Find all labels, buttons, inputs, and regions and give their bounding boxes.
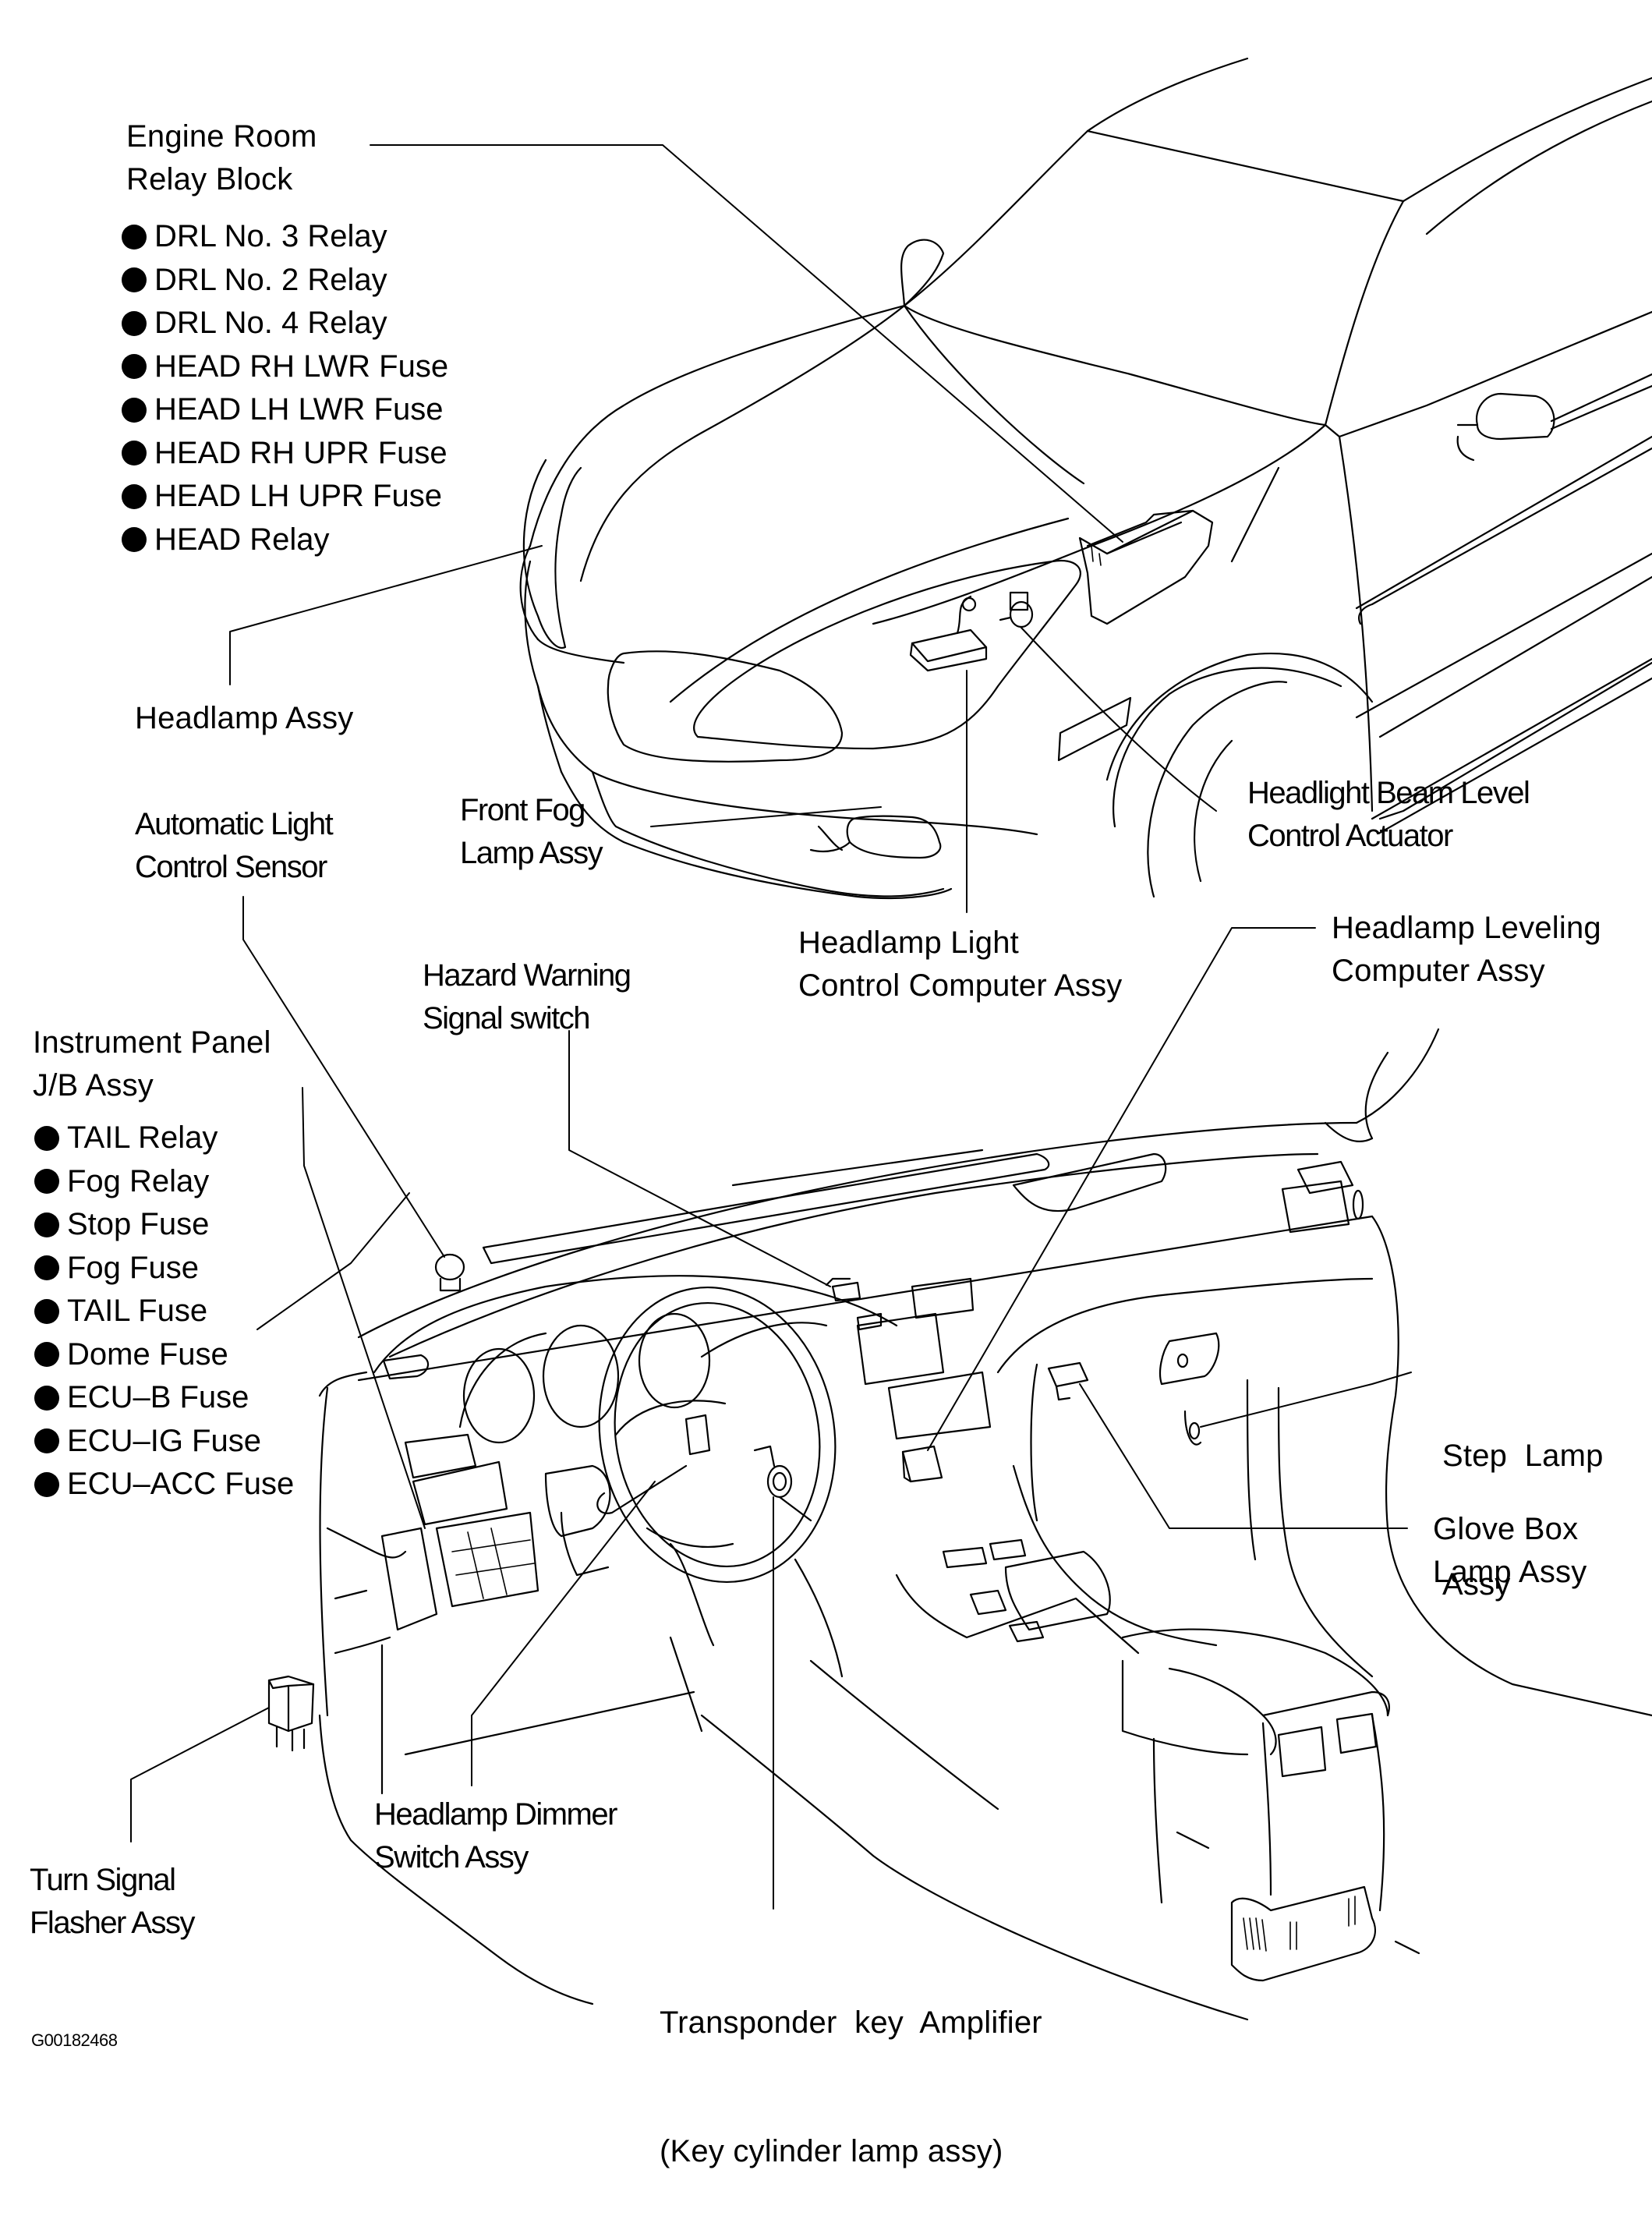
bullet-icon xyxy=(122,310,147,336)
list-item: DRL No. 4 Relay xyxy=(122,302,448,345)
label-line: (Key cylinder lamp assy) xyxy=(660,2134,1003,2168)
leader-hazard-warning-signal-switch xyxy=(568,1030,831,1287)
label-turn-signal-flasher-assy: Turn Signal Flasher Assy xyxy=(30,1859,195,1945)
bullet-icon xyxy=(122,267,147,293)
label-line: Control Computer Assy xyxy=(798,968,1123,1003)
label-line: Instrument Panel xyxy=(33,1025,271,1060)
label-line: Hazard Warning xyxy=(423,958,631,993)
list-item: HEAD LH LWR Fuse xyxy=(122,388,448,432)
bullet-icon xyxy=(34,1255,59,1281)
label-line: Computer Assy xyxy=(1332,954,1545,988)
label-line: Engine Room xyxy=(126,119,317,154)
label-line: Assy xyxy=(1442,1567,1511,1602)
bullet-icon xyxy=(34,1169,59,1195)
label-glove-box-lamp-assy: Glove Box Lamp Assy xyxy=(1433,1508,1587,1594)
label-instrument-panel-jb-assy: Instrument Panel J/B Assy xyxy=(33,1021,271,1107)
list-item: ECU–ACC Fuse xyxy=(34,1463,294,1506)
list-item: Fog Relay xyxy=(34,1160,294,1204)
label-line: Automatic Light xyxy=(135,807,334,841)
label-step-lamp-assy: Step Lamp Assy xyxy=(1442,1349,1604,1649)
list-item: HEAD RH UPR Fuse xyxy=(122,432,448,476)
label-line: Headlight Beam Level xyxy=(1247,776,1530,810)
label-line: Control Actuator xyxy=(1247,819,1453,853)
label-headlamp-light-control-computer-assy: Headlamp Light Control Computer Assy xyxy=(798,922,1122,1007)
label-line: Front Fog xyxy=(460,793,585,827)
list-item: ECU–B Fuse xyxy=(34,1376,294,1420)
label-line: Control Sensor xyxy=(135,850,327,884)
label-automatic-light-control-sensor: Automatic Light Control Sensor xyxy=(135,803,334,889)
leader-automatic-light-control-sensor xyxy=(242,896,445,1258)
bullet-icon xyxy=(122,483,147,509)
label-line: Headlamp Dimmer xyxy=(374,1797,617,1832)
leader-headlamp-dimmer-switch-assy xyxy=(471,1481,656,1786)
leader-glove-box-lamp-assy xyxy=(1079,1383,1408,1529)
car-interior-drawing xyxy=(267,1028,1652,2021)
label-line: Lamp Assy xyxy=(460,836,603,870)
leader-instrument-panel-jb-assy xyxy=(256,1192,410,1330)
leader-step-lamp-assy xyxy=(1200,1372,1412,1428)
bullet-icon xyxy=(34,1428,59,1454)
list-item: HEAD RH LWR Fuse xyxy=(122,345,448,389)
label-line: Turn Signal xyxy=(30,1863,176,1897)
label-line: Signal switch xyxy=(423,1001,590,1035)
label-headlamp-assy: Headlamp Assy xyxy=(135,697,354,740)
instrument-panel-jb-assy-items: TAIL Relay Fog Relay Stop Fuse Fog Fuse … xyxy=(34,1117,294,1506)
leader-headlamp-leveling-computer-assy xyxy=(927,927,1316,1451)
bullet-icon xyxy=(122,354,147,380)
leader-headlight-beam-level-control-actuator xyxy=(1021,627,1217,812)
list-item: Dome Fuse xyxy=(34,1333,294,1377)
label-line: Lamp Assy xyxy=(1433,1555,1587,1589)
label-line: Glove Box xyxy=(1433,1512,1579,1546)
label-line: Headlamp Light xyxy=(798,926,1019,960)
component-location-drawing xyxy=(130,57,1652,2021)
list-item: TAIL Fuse xyxy=(34,1290,294,1333)
bullet-icon xyxy=(122,441,147,466)
car-exterior-drawing xyxy=(519,57,1652,900)
label-headlamp-dimmer-switch-assy: Headlamp Dimmer Switch Assy xyxy=(374,1793,617,1879)
bullet-icon xyxy=(122,527,147,553)
list-item: Fog Fuse xyxy=(34,1247,294,1290)
label-line: Transponder key Amplifier xyxy=(660,2005,1042,2040)
bullet-icon xyxy=(34,1125,59,1151)
label-line: Relay Block xyxy=(126,162,293,196)
leader-lines xyxy=(130,144,1412,1910)
list-item: TAIL Relay xyxy=(34,1117,294,1160)
list-item: ECU–IG Fuse xyxy=(34,1420,294,1464)
engine-room-relay-block-items: DRL No. 3 Relay DRL No. 2 Relay DRL No. … xyxy=(122,215,448,561)
list-item: HEAD Relay xyxy=(122,519,448,562)
bullet-icon xyxy=(34,1385,59,1411)
label-line: Headlamp Leveling xyxy=(1332,911,1601,945)
bullet-icon xyxy=(34,1212,59,1237)
list-item: Stop Fuse xyxy=(34,1203,294,1247)
bullet-icon xyxy=(34,1342,59,1368)
label-line: J/B Assy xyxy=(33,1068,154,1103)
label-transponder-key-amplifier: Transponder key Amplifier (Key cylinder … xyxy=(660,1916,1042,2216)
label-line: Step Lamp xyxy=(1442,1439,1604,1473)
label-line: Flasher Assy xyxy=(30,1906,195,1940)
label-front-fog-lamp-assy: Front Fog Lamp Assy xyxy=(460,789,603,875)
list-item: HEAD LH UPR Fuse xyxy=(122,475,448,519)
figure-id: G00182468 xyxy=(31,2030,118,2050)
label-headlight-beam-level-control-actuator: Headlight Beam Level Control Actuator xyxy=(1247,772,1530,858)
label-line: Headlamp Assy xyxy=(135,701,354,735)
leader-engine-room-relay-block xyxy=(370,144,1123,543)
label-headlamp-leveling-computer-assy: Headlamp Leveling Computer Assy xyxy=(1332,907,1601,993)
leader-turn-signal-flasher-assy xyxy=(130,1707,270,1843)
bullet-icon xyxy=(122,397,147,423)
list-item: DRL No. 2 Relay xyxy=(122,259,448,303)
leader-front-fog-lamp-assy xyxy=(650,806,882,827)
leader-headlamp-assy xyxy=(229,545,543,685)
bullet-icon xyxy=(34,1471,59,1497)
label-engine-room-relay-block: Engine Room Relay Block xyxy=(126,115,317,201)
label-line: Switch Assy xyxy=(374,1840,529,1874)
bullet-icon xyxy=(122,224,147,250)
list-item: DRL No. 3 Relay xyxy=(122,215,448,259)
leader-instrument-panel-jb-assy-2 xyxy=(302,1087,426,1529)
label-hazard-warning-signal-switch: Hazard Warning Signal switch xyxy=(423,954,631,1040)
bullet-icon xyxy=(34,1298,59,1324)
